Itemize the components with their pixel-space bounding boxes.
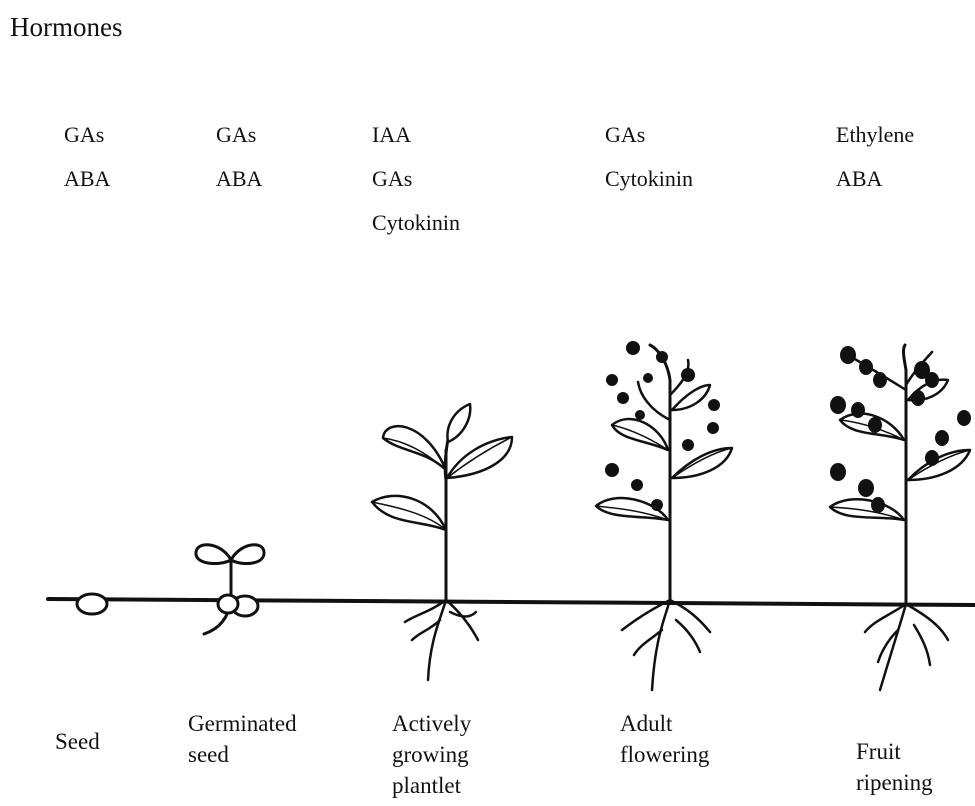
hormone-label: Cytokinin — [605, 166, 694, 191]
hormone-label: GAs — [605, 122, 646, 147]
soil-line — [46, 597, 975, 607]
hormone-label: GAs — [216, 122, 257, 147]
germinated-seed-icon — [194, 543, 266, 636]
hormone-label: ABA — [216, 166, 263, 191]
diagram-title: Hormones — [10, 12, 123, 42]
stage-label-line: plantlet — [392, 773, 461, 798]
hormone-label: ABA — [836, 166, 883, 191]
hormone-label: Ethylene — [836, 122, 915, 147]
hormone-label: ABA — [64, 166, 111, 191]
hormones-fruit-ripening: Ethylene ABA — [836, 124, 914, 212]
stage-label-line: Germinated — [188, 711, 297, 736]
flowering-plant-icon — [594, 341, 734, 692]
stage-label-seed: Seed — [55, 726, 100, 757]
stage-label-line: growing — [392, 742, 469, 767]
stage-label-fruit-ripening: Fruit ripening — [856, 736, 933, 798]
stage-label-line: Fruit — [856, 739, 901, 764]
plantlet-icon — [370, 402, 514, 682]
hormone-label: IAA — [372, 122, 412, 147]
hormones-plantlet: IAA GAs Cytokinin — [372, 124, 460, 256]
hormones-germinated-seed: GAs ABA — [216, 124, 262, 212]
hormone-label: GAs — [372, 166, 413, 191]
stage-label-line: Adult — [620, 711, 673, 736]
stage-label-plantlet: Actively growing plantlet — [392, 708, 471, 801]
hormone-label: Cytokinin — [372, 210, 461, 235]
fruiting-plant-icon — [828, 343, 972, 692]
stage-label-line: seed — [188, 742, 229, 767]
stage-label-line: Actively — [392, 711, 472, 736]
stage-label-line: Seed — [55, 729, 100, 754]
hormones-seed: GAs ABA — [64, 124, 110, 212]
hormones-adult-flowering: GAs Cytokinin — [605, 124, 693, 212]
stage-label-line: ripening — [856, 770, 933, 795]
stage-label-germinated-seed: Germinated seed — [188, 708, 297, 770]
stage-label-adult-flowering: Adult flowering — [620, 708, 709, 770]
stage-label-line: flowering — [620, 742, 710, 767]
seed-icon — [75, 592, 109, 616]
hormone-label: GAs — [64, 122, 105, 147]
